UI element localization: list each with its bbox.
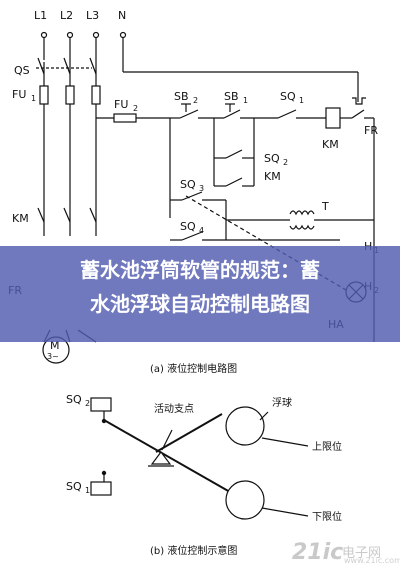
label-fu1: FU — [12, 88, 26, 101]
label-motor-m: M — [50, 339, 60, 352]
caption-b: (b) 液位控制示意图 — [150, 544, 237, 557]
label-motor-phase: 3~ — [47, 352, 59, 361]
label-sq2: SQ — [264, 152, 280, 165]
label-float: 浮球 — [272, 396, 292, 409]
label-pivot: 活动支点 — [154, 403, 194, 415]
label-transformer: T — [321, 200, 329, 213]
control-rung — [170, 97, 375, 236]
sq2-km-branch — [213, 118, 255, 187]
caption-a: (a) 液位控制电路图 — [150, 362, 237, 375]
label-sch-sq2: SQ — [66, 393, 82, 406]
banner-line-2: 水池浮球自动控制电路图 — [90, 292, 310, 316]
qs-switch-symbol — [36, 57, 97, 75]
title-banner — [0, 246, 400, 342]
float-lower — [225, 480, 265, 520]
lever-arm — [103, 419, 245, 501]
label-fr-relay: FR — [364, 124, 378, 137]
km-main-contacts — [37, 207, 97, 223]
schematic-figure — [90, 397, 309, 520]
power-lines — [43, 38, 359, 236]
label-sq3-sub: 3 — [199, 184, 204, 193]
float-upper — [225, 406, 265, 446]
label-sch-sq2-sub: 2 — [85, 399, 90, 408]
watermark-cn: 电子网 — [342, 546, 382, 561]
sq1-switch-box — [90, 481, 112, 496]
label-sq1: SQ — [280, 90, 296, 103]
label-fu1-sub: 1 — [31, 94, 36, 103]
label-l3: L3 — [86, 9, 99, 22]
label-sb2: SB — [174, 90, 189, 103]
banner-line-1: 蓄水池浮筒软管的规范：蓄 — [80, 258, 320, 282]
terminals — [40, 31, 127, 39]
label-sch-sq1-sub: 1 — [85, 486, 90, 495]
label-sb2-sub: 2 — [193, 96, 198, 105]
label-km-contactor: KM — [12, 212, 29, 225]
label-sq3: SQ — [180, 178, 196, 191]
label-sq2-sub: 2 — [283, 158, 288, 167]
label-km-aux: KM — [264, 170, 281, 183]
fu2-fuse — [96, 113, 171, 218]
fu1-fuses — [39, 85, 101, 105]
watermark-brand: 21ic — [292, 540, 344, 565]
banner-title: 蓄水池浮筒软管的规范：蓄 水池浮球自动控制电路图 — [20, 253, 380, 321]
label-qs: QS — [14, 64, 30, 77]
pivot-support — [150, 451, 172, 465]
label-n: N — [118, 9, 126, 22]
label-fu2: FU — [114, 98, 128, 111]
label-km-coil: KM — [322, 138, 339, 151]
watermark-url: www.21ic.com — [344, 556, 400, 565]
label-sq1-sub: 1 — [299, 96, 304, 105]
label-lower-limit: 下限位 — [312, 510, 342, 523]
label-sb1-sub: 1 — [243, 96, 248, 105]
label-l2: L2 — [60, 9, 73, 22]
schematic-labels: SQ 2 SQ 1 活动支点 浮球 上限位 下限位 (b) 液位控制示意图 — [66, 393, 342, 557]
watermark-logo: 21ic 电子网 www.21ic.com — [292, 540, 400, 570]
label-sq4: SQ — [180, 220, 196, 233]
label-sq4-sub: 4 — [199, 226, 204, 235]
label-fu2-sub: 2 — [133, 104, 138, 113]
sq2-switch-box — [90, 397, 112, 412]
label-sb1: SB — [224, 90, 239, 103]
label-upper-limit: 上限位 — [312, 440, 342, 453]
label-l1: L1 — [34, 9, 47, 22]
label-sch-sq1: SQ — [66, 480, 82, 493]
